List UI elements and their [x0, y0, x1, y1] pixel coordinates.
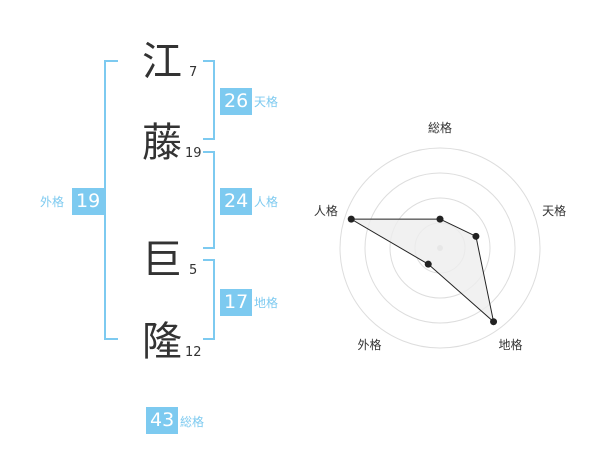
- radar-grid-ring: [364, 172, 516, 324]
- name-char-1: 江: [142, 39, 182, 85]
- radar-axis-label-3: 地格: [499, 337, 523, 352]
- name-char-4: 隆: [142, 319, 182, 365]
- radar-point-5: [347, 215, 355, 223]
- stroke-count-4: 12: [185, 345, 202, 360]
- radar-axis-label-1: 総格: [428, 120, 452, 135]
- chikaku-label: 地格: [254, 296, 279, 310]
- radar-grid-ring: [389, 197, 491, 299]
- jinkaku-badge: 24: [220, 188, 253, 215]
- radar-point-2: [472, 232, 480, 240]
- name-char-2: 藤: [142, 120, 182, 166]
- radar-point-4: [424, 260, 432, 268]
- jinkaku-label: 人格: [254, 195, 279, 209]
- radar-axis-label-4: 外格: [357, 337, 381, 352]
- tenkaku-bracket: [203, 60, 215, 140]
- radar-point-3: [490, 318, 498, 326]
- stroke-count-1: 7: [189, 65, 198, 80]
- stroke-count-3: 5: [189, 263, 198, 278]
- gaikaku-badge: 19: [72, 188, 105, 215]
- jinkaku-bracket: [203, 151, 215, 249]
- tenkaku-label: 天格: [254, 95, 279, 109]
- chikaku-badge: 17: [220, 289, 253, 316]
- radar-grid-ring: [339, 147, 541, 349]
- soukaku-label: 総格: [180, 415, 205, 429]
- stroke-count-2: 19: [185, 146, 202, 161]
- gaikaku-bracket: [104, 60, 118, 340]
- soukaku-badge: 43: [146, 407, 179, 434]
- name-char-3: 巨: [142, 237, 182, 283]
- radar-point-1: [436, 215, 444, 223]
- gaikaku-label: 外格: [40, 195, 65, 209]
- chikaku-bracket: [203, 259, 215, 340]
- tenkaku-badge: 26: [220, 88, 253, 115]
- radar-series-polygon: [349, 218, 495, 324]
- radar-axis-label-2: 天格: [542, 203, 566, 218]
- radar-axis-label-5: 人格: [314, 203, 338, 218]
